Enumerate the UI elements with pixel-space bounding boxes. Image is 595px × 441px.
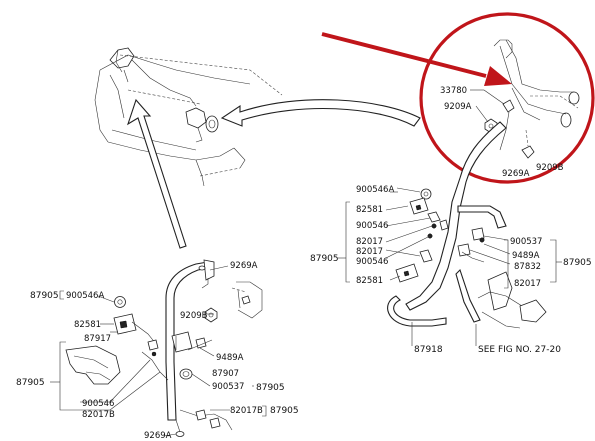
grommet-icon (114, 296, 126, 308)
label-82017-right-1: 82017 (356, 237, 383, 247)
nut-icon (204, 307, 218, 323)
label-82017-right-3: 82017 (514, 279, 541, 289)
red-highlight-group (321, 12, 595, 184)
label-900546a-left: 900546A (66, 291, 104, 301)
label-82017b-right: 82017B (230, 406, 263, 416)
leader-lines (50, 89, 562, 437)
label-9489a-left: 9489A (216, 353, 244, 363)
label-see-fig: SEE FIG NO. 27-20 (478, 345, 561, 355)
label-82581-right-1: 82581 (356, 205, 383, 215)
vehicle-front-illustration (94, 47, 283, 187)
upper-right-assembly (484, 39, 580, 159)
label-82017-right-2: 82017 (356, 247, 383, 257)
label-900537-left: 900537 (212, 382, 244, 392)
label-900546a-right: 900546A (356, 185, 394, 195)
curved-pointer-arrow (220, 99, 421, 127)
label-9209a-top: 9209A (444, 102, 472, 112)
label-87905-right-left: 87905 (310, 254, 339, 264)
label-87905-after-82017b: 87905 (270, 406, 299, 416)
label-82581-left: 82581 (74, 320, 101, 330)
label-87905-left-outer: 87905 (16, 378, 45, 388)
part-labels: 33780 9209A 9269A 9209B 900546A 82581 90… (16, 86, 592, 441)
label-87907: 87907 (212, 369, 239, 379)
label-87905-900546a: 87905 (30, 291, 59, 301)
pointer-arrow-to-vehicle (127, 98, 187, 249)
label-900537-right: 900537 (510, 237, 542, 247)
label-87832: 87832 (514, 262, 541, 272)
red-arrow-head-icon (484, 66, 512, 86)
label-900546-right-1: 900546 (356, 221, 388, 231)
lower-left-hose-assembly (65, 259, 263, 437)
label-9269a-top: 9269A (502, 169, 530, 179)
label-87917: 87917 (84, 334, 111, 344)
label-900546-right-2: 900546 (356, 257, 388, 267)
label-9209b-top: 9209B (536, 163, 564, 173)
label-connectors (252, 191, 509, 417)
label-9489a-right: 9489A (512, 251, 540, 261)
red-highlight-circle (419, 12, 595, 184)
label-82581-right-2: 82581 (356, 276, 383, 286)
label-82017b-left: 82017B (82, 410, 115, 420)
label-900546-left: 900546 (82, 399, 114, 409)
label-87905-after-900537: 87905 (256, 383, 285, 393)
label-9269a-bottom: 9269A (144, 431, 172, 441)
label-9209b-mid: 9209B (180, 311, 208, 321)
label-9269a-mid: 9269A (230, 261, 258, 271)
label-87905-right-right: 87905 (563, 258, 592, 268)
grommet-icon (420, 188, 432, 200)
red-callout-arrow (321, 32, 487, 78)
label-33780: 33780 (440, 86, 467, 96)
right-hose-assembly (387, 121, 547, 329)
label-87918: 87918 (414, 345, 443, 355)
